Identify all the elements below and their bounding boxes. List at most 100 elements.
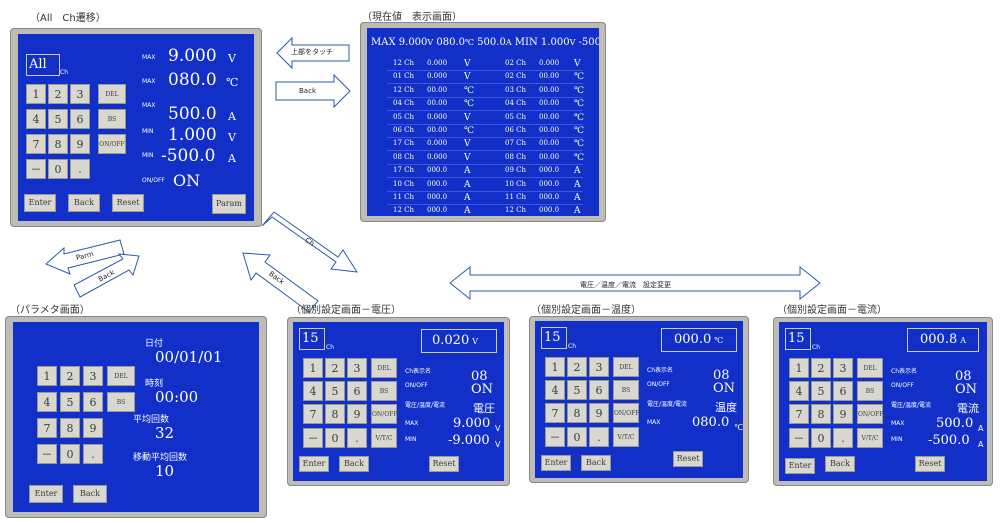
key-del[interactable]: DEL bbox=[98, 84, 126, 104]
it-key-6[interactable]: 6 bbox=[589, 380, 609, 400]
p-key-minus[interactable]: － bbox=[37, 444, 57, 464]
p-key-4[interactable]: 4 bbox=[37, 392, 57, 412]
it-ch-value[interactable]: 15 bbox=[541, 327, 567, 349]
all-param-button[interactable]: Param bbox=[212, 194, 246, 214]
p-key-bs[interactable]: BS bbox=[107, 392, 135, 412]
key-onoff[interactable]: ON/OFF bbox=[98, 134, 126, 154]
it-key-del[interactable]: DEL bbox=[613, 357, 639, 377]
ia-key-1[interactable]: 1 bbox=[789, 358, 809, 378]
iv-key-2[interactable]: 2 bbox=[325, 358, 345, 378]
ia-key-onoff[interactable]: ON/OFF bbox=[857, 404, 883, 424]
p-key-1[interactable]: 1 bbox=[37, 366, 57, 386]
iv-key-3[interactable]: 3 bbox=[347, 358, 367, 378]
p-key-dot[interactable]: . bbox=[83, 444, 103, 464]
key-4[interactable]: 4 bbox=[26, 109, 46, 129]
iv-key-6[interactable]: 6 bbox=[347, 381, 367, 401]
iv-type-value[interactable]: 電圧 bbox=[473, 402, 495, 415]
key-3[interactable]: 3 bbox=[70, 84, 90, 104]
ia-back-button[interactable]: Back bbox=[825, 456, 855, 472]
ia-ch-value[interactable]: 15 bbox=[785, 328, 811, 350]
iv-key-bs[interactable]: BS bbox=[371, 381, 397, 401]
iv-key-7[interactable]: 7 bbox=[303, 404, 323, 424]
iv-max-value[interactable]: 9.000 bbox=[453, 416, 491, 431]
p-key-del[interactable]: DEL bbox=[107, 366, 135, 386]
p-key-5[interactable]: 5 bbox=[60, 392, 80, 412]
it-key-dot[interactable]: . bbox=[589, 427, 609, 447]
ia-key-8[interactable]: 8 bbox=[811, 404, 831, 424]
it-back-button[interactable]: Back bbox=[581, 455, 611, 471]
all-ch-value[interactable]: All bbox=[26, 54, 60, 76]
date-value[interactable]: 00/01/01 bbox=[155, 348, 223, 366]
key-5[interactable]: 5 bbox=[48, 109, 68, 129]
iv-key-1[interactable]: 1 bbox=[303, 358, 323, 378]
ia-reset-button[interactable]: Reset bbox=[915, 456, 945, 472]
ia-key-5[interactable]: 5 bbox=[811, 381, 831, 401]
it-key-2[interactable]: 2 bbox=[567, 357, 587, 377]
key-1[interactable]: 1 bbox=[26, 84, 46, 104]
it-key-minus[interactable]: － bbox=[545, 427, 565, 447]
all-enter-button[interactable]: Enter bbox=[24, 194, 56, 212]
p-key-9[interactable]: 9 bbox=[83, 418, 103, 438]
mavg-value[interactable]: 10 bbox=[155, 462, 175, 480]
it-max-value[interactable]: 080.0 bbox=[692, 415, 730, 430]
iv-key-del[interactable]: DEL bbox=[371, 358, 397, 378]
key-6[interactable]: 6 bbox=[70, 109, 90, 129]
ia-key-0[interactable]: 0 bbox=[811, 428, 831, 448]
ia-key-3[interactable]: 3 bbox=[833, 358, 853, 378]
it-name-value[interactable]: 08 bbox=[713, 368, 730, 383]
iv-onoff-value[interactable]: ON bbox=[471, 382, 494, 397]
key-8[interactable]: 8 bbox=[48, 134, 68, 154]
ia-key-dot[interactable]: . bbox=[833, 428, 853, 448]
ia-key-9[interactable]: 9 bbox=[833, 404, 853, 424]
key-7[interactable]: 7 bbox=[26, 134, 46, 154]
iv-reset-button[interactable]: Reset bbox=[429, 456, 459, 472]
key-bs[interactable]: BS bbox=[98, 109, 126, 129]
iv-name-value[interactable]: 08 bbox=[471, 369, 488, 384]
iv-enter-button[interactable]: Enter bbox=[299, 456, 329, 472]
ia-name-value[interactable]: 08 bbox=[955, 369, 972, 384]
iv-key-4[interactable]: 4 bbox=[303, 381, 323, 401]
it-onoff-value[interactable]: ON bbox=[713, 381, 736, 396]
ia-key-4[interactable]: 4 bbox=[789, 381, 809, 401]
it-enter-button[interactable]: Enter bbox=[541, 455, 571, 471]
ia-onoff-value[interactable]: ON bbox=[955, 382, 978, 397]
iv-key-dot[interactable]: . bbox=[347, 428, 367, 448]
iv-key-5[interactable]: 5 bbox=[325, 381, 345, 401]
p-key-0[interactable]: 0 bbox=[60, 444, 80, 464]
it-key-0[interactable]: 0 bbox=[567, 427, 587, 447]
ia-key-7[interactable]: 7 bbox=[789, 404, 809, 424]
iv-ch-value[interactable]: 15 bbox=[299, 328, 325, 350]
ia-key-minus[interactable]: － bbox=[789, 428, 809, 448]
iv-key-8[interactable]: 8 bbox=[325, 404, 345, 424]
ia-key-bs[interactable]: BS bbox=[857, 381, 883, 401]
ia-type-value[interactable]: 電流 bbox=[957, 402, 979, 415]
key-0[interactable]: 0 bbox=[48, 159, 68, 179]
ia-key-6[interactable]: 6 bbox=[833, 381, 853, 401]
key-minus[interactable]: － bbox=[26, 159, 46, 179]
avg-value[interactable]: 32 bbox=[155, 424, 175, 442]
it-display[interactable]: 000.0℃ bbox=[661, 328, 737, 352]
ia-key-del[interactable]: DEL bbox=[857, 358, 883, 378]
p-key-8[interactable]: 8 bbox=[60, 418, 80, 438]
param-back-button[interactable]: Back bbox=[73, 485, 107, 503]
p-key-6[interactable]: 6 bbox=[83, 392, 103, 412]
iv-key-onoff[interactable]: ON/OFF bbox=[371, 404, 397, 424]
it-key-7[interactable]: 7 bbox=[545, 403, 565, 423]
time-value[interactable]: 00:00 bbox=[155, 388, 199, 406]
ia-key-vtc[interactable]: V/T/C bbox=[857, 428, 883, 448]
it-key-8[interactable]: 8 bbox=[567, 403, 587, 423]
it-key-5[interactable]: 5 bbox=[567, 380, 587, 400]
ia-enter-button[interactable]: Enter bbox=[785, 458, 815, 474]
iv-key-0[interactable]: 0 bbox=[325, 428, 345, 448]
p-key-2[interactable]: 2 bbox=[60, 366, 80, 386]
it-type-value[interactable]: 温度 bbox=[715, 401, 737, 414]
key-9[interactable]: 9 bbox=[70, 134, 90, 154]
iv-key-9[interactable]: 9 bbox=[347, 404, 367, 424]
ia-min-value[interactable]: -500.0 bbox=[928, 433, 970, 448]
it-key-3[interactable]: 3 bbox=[589, 357, 609, 377]
it-key-vtc[interactable]: V/T/C bbox=[613, 427, 639, 447]
it-key-9[interactable]: 9 bbox=[589, 403, 609, 423]
it-key-1[interactable]: 1 bbox=[545, 357, 565, 377]
iv-back-button[interactable]: Back bbox=[339, 456, 369, 472]
